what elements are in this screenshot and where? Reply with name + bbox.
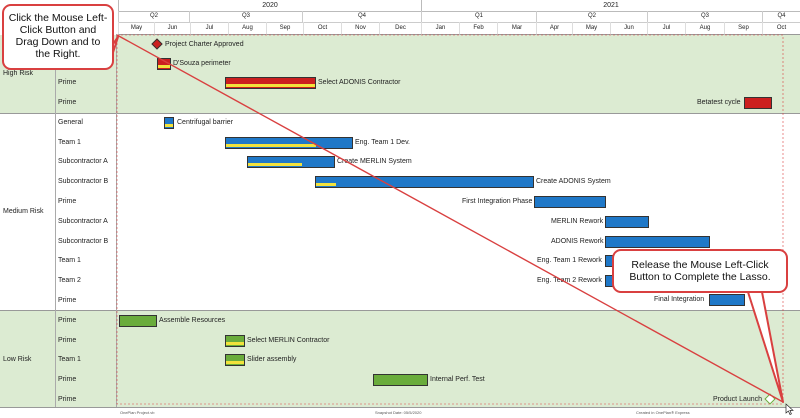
- band-divider: [0, 310, 800, 311]
- month-cell: Oct: [762, 22, 800, 35]
- task-label: Create MERLIN System: [337, 158, 412, 165]
- task-bar[interactable]: [744, 97, 772, 109]
- task-label: Slider assembly: [247, 356, 297, 363]
- task-bar[interactable]: [605, 216, 649, 228]
- month-cell: Sep: [266, 22, 303, 35]
- footer-bar: OnePlan Project.vb Snapshot Date: 05/5/2…: [0, 407, 800, 418]
- month-cell: May: [118, 22, 154, 35]
- task-bar[interactable]: [164, 117, 174, 129]
- row-label: Prime: [58, 376, 77, 383]
- quarter-q3-2021: Q3: [647, 11, 762, 23]
- footer-filename: OnePlan Project.vb: [120, 410, 155, 415]
- task-label: Product Launch: [713, 396, 763, 403]
- row-label: Prime: [58, 198, 77, 205]
- month-cell: Aug: [685, 22, 724, 35]
- task-label: Eng. Team 1 Dev.: [355, 139, 410, 146]
- month-cell: Mar: [497, 22, 536, 35]
- row-label: Prime: [58, 317, 77, 324]
- task-label: Centrifugal barrier: [177, 119, 234, 126]
- group-label-low-risk: Low Risk: [3, 356, 32, 363]
- group-label-medium-risk: Medium Risk: [3, 208, 44, 215]
- task-label: Project Charter Approved: [165, 41, 244, 48]
- callout-drag-instruction: Click the Mouse Left-Click Button and Dr…: [2, 4, 114, 70]
- task-label: Betatest cycle: [697, 99, 741, 106]
- row-label: Subcontractor B: [58, 238, 109, 245]
- task-label: D'Souza perimeter: [173, 60, 231, 67]
- task-bar[interactable]: [605, 236, 710, 248]
- row-label: Subcontractor A: [58, 158, 108, 165]
- task-bar[interactable]: [709, 294, 745, 306]
- month-cell: Nov: [341, 22, 379, 35]
- month-cell: Aug: [228, 22, 266, 35]
- month-cell: Feb: [459, 22, 497, 35]
- high-risk-band: [0, 35, 800, 113]
- task-bar[interactable]: [225, 335, 245, 347]
- month-cell: Sep: [724, 22, 762, 35]
- quarter-q3-2020: Q3: [189, 11, 302, 23]
- task-bar[interactable]: [315, 176, 534, 188]
- task-label: Select ADONIS Contractor: [318, 79, 401, 86]
- task-bar[interactable]: [225, 137, 353, 149]
- task-label: Eng. Team 2 Rework: [537, 277, 602, 284]
- quarter-q4-2021: Q4: [762, 11, 800, 23]
- row-label: Subcontractor B: [58, 178, 109, 185]
- task-bar[interactable]: [225, 77, 316, 89]
- task-bar[interactable]: [225, 354, 245, 366]
- task-label: Assemble Resources: [159, 317, 226, 324]
- footer-credit: Created in OnePlan® Express: [636, 410, 690, 415]
- month-cell: Jun: [610, 22, 647, 35]
- task-bar[interactable]: [373, 374, 428, 386]
- task-label: Final Integration: [654, 296, 705, 303]
- task-bar[interactable]: [157, 58, 171, 70]
- task-bar[interactable]: [534, 196, 606, 208]
- row-label: Prime: [58, 297, 77, 304]
- row-label: Prime: [58, 79, 77, 86]
- year-2020: 2020: [118, 0, 421, 12]
- task-label: ADONIS Rework: [551, 238, 604, 245]
- month-cell: Apr: [536, 22, 572, 35]
- band-divider: [0, 113, 800, 114]
- month-cell: Dec: [379, 22, 421, 35]
- year-2021: 2021: [421, 0, 800, 12]
- row-label: Subcontractor A: [58, 218, 108, 225]
- callout-release-instruction: Release the Mouse Left-Click Button to C…: [612, 249, 788, 293]
- month-cell: Oct: [303, 22, 341, 35]
- quarter-q2-2020: Q2: [118, 11, 189, 23]
- row-label: Team 2: [58, 277, 81, 284]
- row-label: Prime: [58, 337, 77, 344]
- task-label: Internal Perf. Test: [430, 376, 485, 383]
- month-cell: May: [572, 22, 610, 35]
- footer-snapshot-date: Snapshot Date: 05/5/2020: [375, 410, 422, 415]
- month-cell: Jun: [154, 22, 190, 35]
- task-bar[interactable]: [247, 156, 335, 168]
- month-cell: Jul: [647, 22, 685, 35]
- row-label: Prime: [58, 396, 77, 403]
- task-label: First Integration Phase: [462, 198, 533, 205]
- month-cell: Jan: [421, 22, 459, 35]
- group-label-high-risk: High Risk: [3, 70, 33, 77]
- task-label: Eng. Team 1 Rework: [537, 257, 602, 264]
- task-bar[interactable]: [119, 315, 157, 327]
- task-label: MERLIN Rework: [551, 218, 604, 225]
- quarter-q2-2021: Q2: [536, 11, 647, 23]
- row-label: Prime: [58, 99, 77, 106]
- month-cell: Jul: [190, 22, 228, 35]
- row-label: General: [58, 119, 83, 126]
- row-column-divider: [116, 34, 117, 407]
- row-label: Team 1: [58, 257, 81, 264]
- quarter-q4-2020: Q4: [302, 11, 421, 23]
- group-column-divider: [55, 34, 56, 407]
- task-label: Create ADONIS System: [536, 178, 611, 185]
- timescale-header: 2020 2021 Q2 Q3 Q4 Q1 Q2 Q3 Q4 May Jun J…: [0, 0, 800, 35]
- task-label: Select MERLIN Contractor: [247, 337, 330, 344]
- row-label: Team 1: [58, 139, 81, 146]
- row-label: Team 1: [58, 356, 81, 363]
- quarter-q1-2021: Q1: [421, 11, 536, 23]
